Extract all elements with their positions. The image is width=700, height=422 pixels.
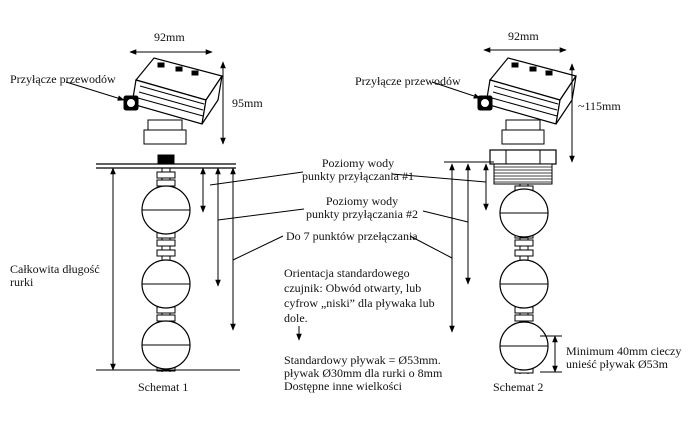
schema-1-caption: Schemat 1 bbox=[138, 380, 189, 394]
orientation-note: Orientacja standardowego czujnik: Obwód … bbox=[284, 266, 435, 326]
orientation-line4: dole. bbox=[284, 311, 308, 325]
leader-lines bbox=[65, 81, 487, 261]
width-dimension-right: 92mm bbox=[508, 29, 539, 43]
height-dimension-left: 95mm bbox=[232, 96, 263, 110]
water-level-2-line1: Poziomy wody bbox=[325, 194, 399, 208]
total-length-line2: rurki bbox=[10, 275, 34, 289]
schema-2-caption: Schemat 2 bbox=[493, 380, 544, 394]
switch-points-label: Do 7 punktów przełączania bbox=[286, 229, 418, 243]
right-float-3 bbox=[499, 321, 549, 371]
minimum-note: Minimum 40mm cieczy unieść pływak Ø53m bbox=[566, 345, 681, 371]
water-level-2-label: Poziomy wody punkty przyłączania #2 bbox=[306, 195, 418, 221]
left-dimensions bbox=[96, 49, 240, 371]
right-float-1 bbox=[499, 188, 549, 238]
orientation-line2: czujnik: Obwód otwarty, lub bbox=[284, 281, 422, 295]
water-level-1-label: Poziomy wody punkty przyłączania #1 bbox=[302, 157, 414, 183]
total-length-line1: Całkowita długość bbox=[10, 262, 100, 276]
float-note: Standardowy pływak = Ø53mm. pływak Ø30mm… bbox=[284, 354, 442, 393]
left-float-2 bbox=[141, 259, 191, 309]
orientation-line1: Orientacja standardowego bbox=[284, 266, 410, 280]
wire-connector-label-right: Przyłącze przewodów bbox=[355, 74, 461, 88]
minimum-line1: Minimum 40mm cieczy bbox=[566, 344, 682, 358]
right-terminal-head bbox=[477, 57, 577, 125]
left-float-3 bbox=[141, 320, 191, 370]
float-line2: pływak Ø30mm dla rurki o 8mm bbox=[284, 366, 443, 380]
float-line1: Standardowy pływak = Ø53mm. bbox=[284, 353, 441, 367]
left-float-switch bbox=[96, 57, 236, 372]
height-dimension-right: ~115mm bbox=[578, 99, 621, 113]
minimum-line2: unieść pływak Ø53m bbox=[566, 357, 668, 371]
left-float-1 bbox=[141, 185, 191, 235]
water-level-1-line1: Poziomy wody bbox=[321, 156, 395, 170]
right-float-2 bbox=[499, 259, 549, 309]
right-dimensions bbox=[444, 47, 575, 373]
wire-connector-label-left: Przyłącze przewodów bbox=[10, 72, 116, 86]
left-terminal-head bbox=[123, 57, 223, 125]
orientation-line3: cyfrow „niski” dla pływaka lub bbox=[284, 296, 435, 310]
water-level-2-line2: punkty przyłączania #2 bbox=[306, 207, 418, 221]
width-dimension-left: 92mm bbox=[154, 30, 185, 44]
right-float-switch bbox=[477, 57, 577, 374]
float-line3: Dostępne inne wielkości bbox=[284, 379, 402, 393]
water-level-1-line2: punkty przyłączania #1 bbox=[302, 169, 414, 183]
total-length-label: Całkowita długość rurki bbox=[10, 263, 100, 289]
